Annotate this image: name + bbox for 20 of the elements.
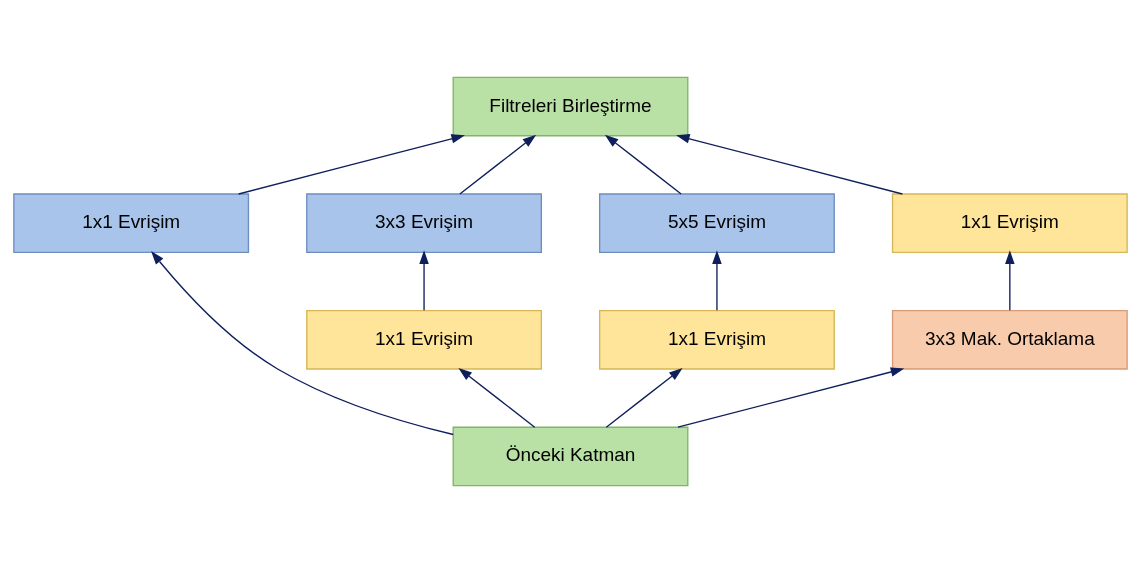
arrow (604, 134, 682, 195)
arrow (419, 250, 429, 311)
arrow (459, 134, 537, 195)
arrow (712, 250, 722, 311)
arrow (677, 367, 905, 428)
node-box: 1x1 Evrişim (598, 309, 835, 370)
node-box: 3x3 Mak. Ortaklama (891, 309, 1128, 370)
arrow (458, 367, 536, 428)
arrow (676, 134, 904, 195)
node-box: Önceki Katman (452, 426, 689, 487)
node-box: Filtreleri Birleştirme (452, 76, 689, 137)
node-box: 1x1 Evrişim (13, 193, 250, 254)
node-box: 1x1 Evrişim (891, 193, 1128, 254)
node-box: 1x1 Evrişim (306, 309, 543, 370)
arrow (605, 367, 683, 428)
arrow (1005, 250, 1015, 311)
node-box: 5x5 Evrişim (598, 193, 835, 254)
node-box: 3x3 Evrişim (306, 193, 543, 254)
arrow (237, 134, 465, 195)
arrow (151, 251, 454, 436)
